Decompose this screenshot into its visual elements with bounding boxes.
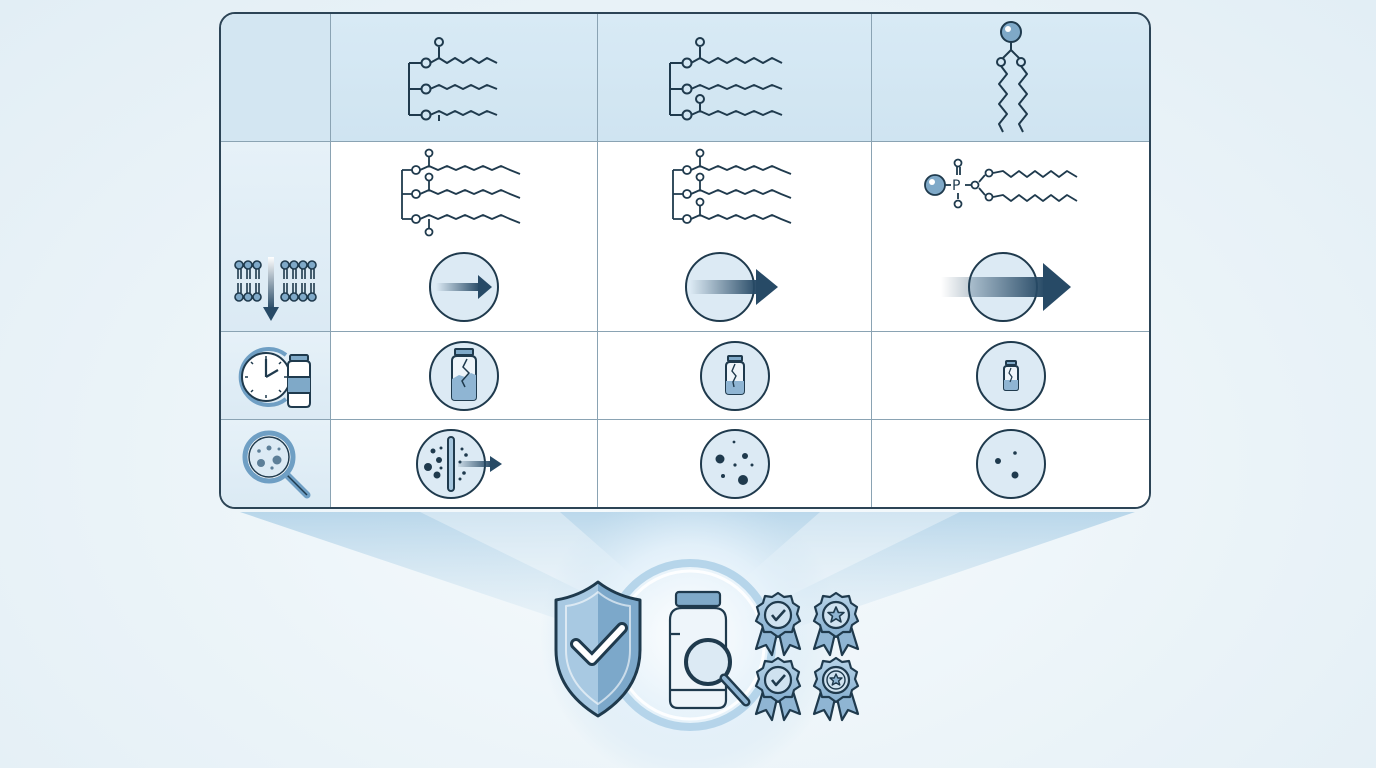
header-cell-col-1 — [331, 14, 598, 142]
cell-impurities-col-2 — [598, 420, 872, 507]
cell-impurities-col-1 — [331, 420, 598, 507]
medium-arrow-through-circle-icon — [684, 252, 778, 322]
phospholipid-icon — [995, 21, 1028, 133]
clock-vial-stability-icon — [238, 346, 311, 408]
comparison-table: P — [219, 12, 1151, 509]
cell-structure-col-2 — [598, 142, 872, 332]
corner-cell — [221, 14, 331, 142]
shield-check-icon — [554, 580, 642, 718]
quality-summary-cluster — [554, 559, 860, 731]
header-cell-col-2 — [598, 14, 872, 142]
header-cell-col-3 — [872, 14, 1149, 142]
phosphorus-label: P — [952, 178, 960, 194]
magnifier-particles-icon — [242, 430, 310, 498]
membrane-permeation-icon — [233, 257, 317, 321]
long-chain-triglyceride-icon — [401, 148, 521, 237]
cell-stability-col-1 — [331, 332, 598, 420]
large-arrow-through-circle-icon — [940, 251, 1071, 322]
award-check-icon — [754, 591, 802, 657]
cell-structure-col-3: P — [872, 142, 1149, 332]
row-icon-cell-impurities — [221, 420, 331, 507]
award-star-icon — [812, 656, 860, 722]
cracked-vial-medium-icon — [699, 340, 770, 411]
row-icon-cell-stability — [221, 332, 331, 420]
small-arrow-through-circle-icon — [429, 252, 499, 322]
phospholipid-chain-icon: P — [923, 158, 1077, 208]
cracked-vial-small-icon — [975, 340, 1046, 411]
award-check-icon — [754, 656, 802, 722]
particles-dish-few-icon — [975, 428, 1046, 499]
cell-structure-col-1 — [331, 142, 598, 332]
cell-stability-col-3 — [872, 332, 1149, 420]
long-chain-triglyceride-icon — [671, 148, 791, 224]
row-icon-cell-permeation — [221, 142, 331, 332]
vial-inspection-icon — [668, 590, 751, 710]
cell-impurities-col-3 — [872, 420, 1149, 507]
particles-dish-medium-icon — [699, 428, 770, 499]
triglyceride-short-chain-icon — [408, 36, 498, 121]
cracked-vial-large-icon — [429, 340, 499, 411]
cell-stability-col-2 — [598, 332, 872, 420]
particles-filter-icon — [416, 428, 502, 499]
award-star-icon — [812, 591, 860, 657]
triglyceride-medium-chain-icon — [668, 36, 782, 120]
